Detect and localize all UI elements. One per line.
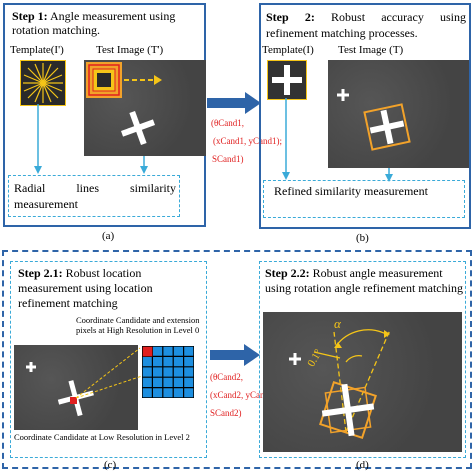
- alpha-label: α: [334, 316, 341, 331]
- step2-template-image: [267, 60, 307, 100]
- blue-right-arrow-icon: [210, 344, 260, 366]
- cand2-xy: (xCand2, yCand2);: [210, 390, 279, 400]
- step21-heading: Step 2.1: Robust location measurement us…: [18, 266, 204, 311]
- step2-template-label: Template(I): [262, 44, 314, 56]
- step21-heading-rest: Robust location measurement using locati…: [18, 266, 153, 310]
- step2-result-box: [263, 180, 465, 218]
- step1-result-box: [8, 175, 180, 217]
- small-cross-icon: [289, 353, 301, 365]
- step22-heading: Step 2.2: Robust angle measurement using…: [265, 266, 463, 296]
- arrow-down-icon: [282, 98, 290, 180]
- cross-template-icon: [272, 65, 302, 95]
- step2-heading-rest: Robust accuracy using refinement matchin…: [266, 10, 466, 40]
- rotation-refinement-icon: [313, 329, 391, 439]
- step22-heading-bold: Step 2.2:: [265, 266, 310, 280]
- step1-template-label: Template(I'): [10, 44, 64, 56]
- step1-result-text: Radial lines similarity measurement: [14, 181, 176, 211]
- zoom-lines-icon: [75, 347, 143, 399]
- arrow-down-icon: [140, 156, 148, 174]
- caption-d: (d): [356, 459, 369, 471]
- yellow-dashed-arrow-icon: [124, 75, 162, 85]
- cross-target-icon: [120, 110, 156, 146]
- step2-heading-bold: Step 2:: [266, 10, 315, 24]
- small-cross-icon: [337, 89, 349, 101]
- arrow-down-icon: [34, 104, 42, 174]
- step2-heading: Step 2: Robust accuracy using refinement…: [266, 9, 466, 41]
- step2-result-text: Refined similarity measurement: [274, 184, 428, 198]
- rotation-template-overlay: [86, 62, 122, 98]
- cand1-s: SCand1): [212, 154, 244, 164]
- small-cross-icon: [26, 362, 36, 372]
- high-res-grid: [141, 345, 195, 399]
- arrow-down-icon: [385, 168, 393, 182]
- refined-cross-target-icon: [363, 103, 411, 151]
- cand2-theta: (θCand2,: [210, 372, 244, 382]
- radial-template-image: [20, 60, 66, 106]
- step1-heading-rest: Angle measurement using rotation matchin…: [12, 9, 176, 37]
- zoom-level0-text: Coordinate Candidate and extension pixel…: [76, 315, 200, 335]
- step2-test-image: [328, 60, 469, 168]
- cand1-theta: (θCand1,: [211, 118, 245, 128]
- step21-test-image: [14, 345, 138, 430]
- step1-test-label: Test Image (T'): [96, 44, 164, 56]
- step2-detail-frame: [2, 250, 472, 469]
- caption-a: (a): [102, 230, 115, 242]
- radial-lines-icon: [23, 63, 63, 103]
- caption-c: (c): [104, 459, 117, 471]
- cand1-xy: (xCand1, yCand1);: [213, 136, 282, 146]
- step1-heading-bold: Step 1:: [12, 9, 48, 23]
- low-res-text: Coordinate Candidate at Low Resolution i…: [14, 432, 190, 442]
- step2-panel: [259, 3, 471, 229]
- blue-right-arrow-icon: [207, 92, 261, 114]
- step21-heading-bold: Step 2.1:: [18, 266, 63, 280]
- cand2-s: SCand2): [210, 408, 242, 418]
- step22-heading-rest: Robust angle measurement using rotation …: [265, 266, 463, 295]
- step22-panel: [259, 261, 466, 458]
- step21-panel: [10, 261, 207, 458]
- step2-test-label: Test Image (T): [338, 44, 404, 56]
- caption-b: (b): [356, 232, 369, 244]
- step1-heading: Step 1: Angle measurement using rotation…: [12, 9, 202, 37]
